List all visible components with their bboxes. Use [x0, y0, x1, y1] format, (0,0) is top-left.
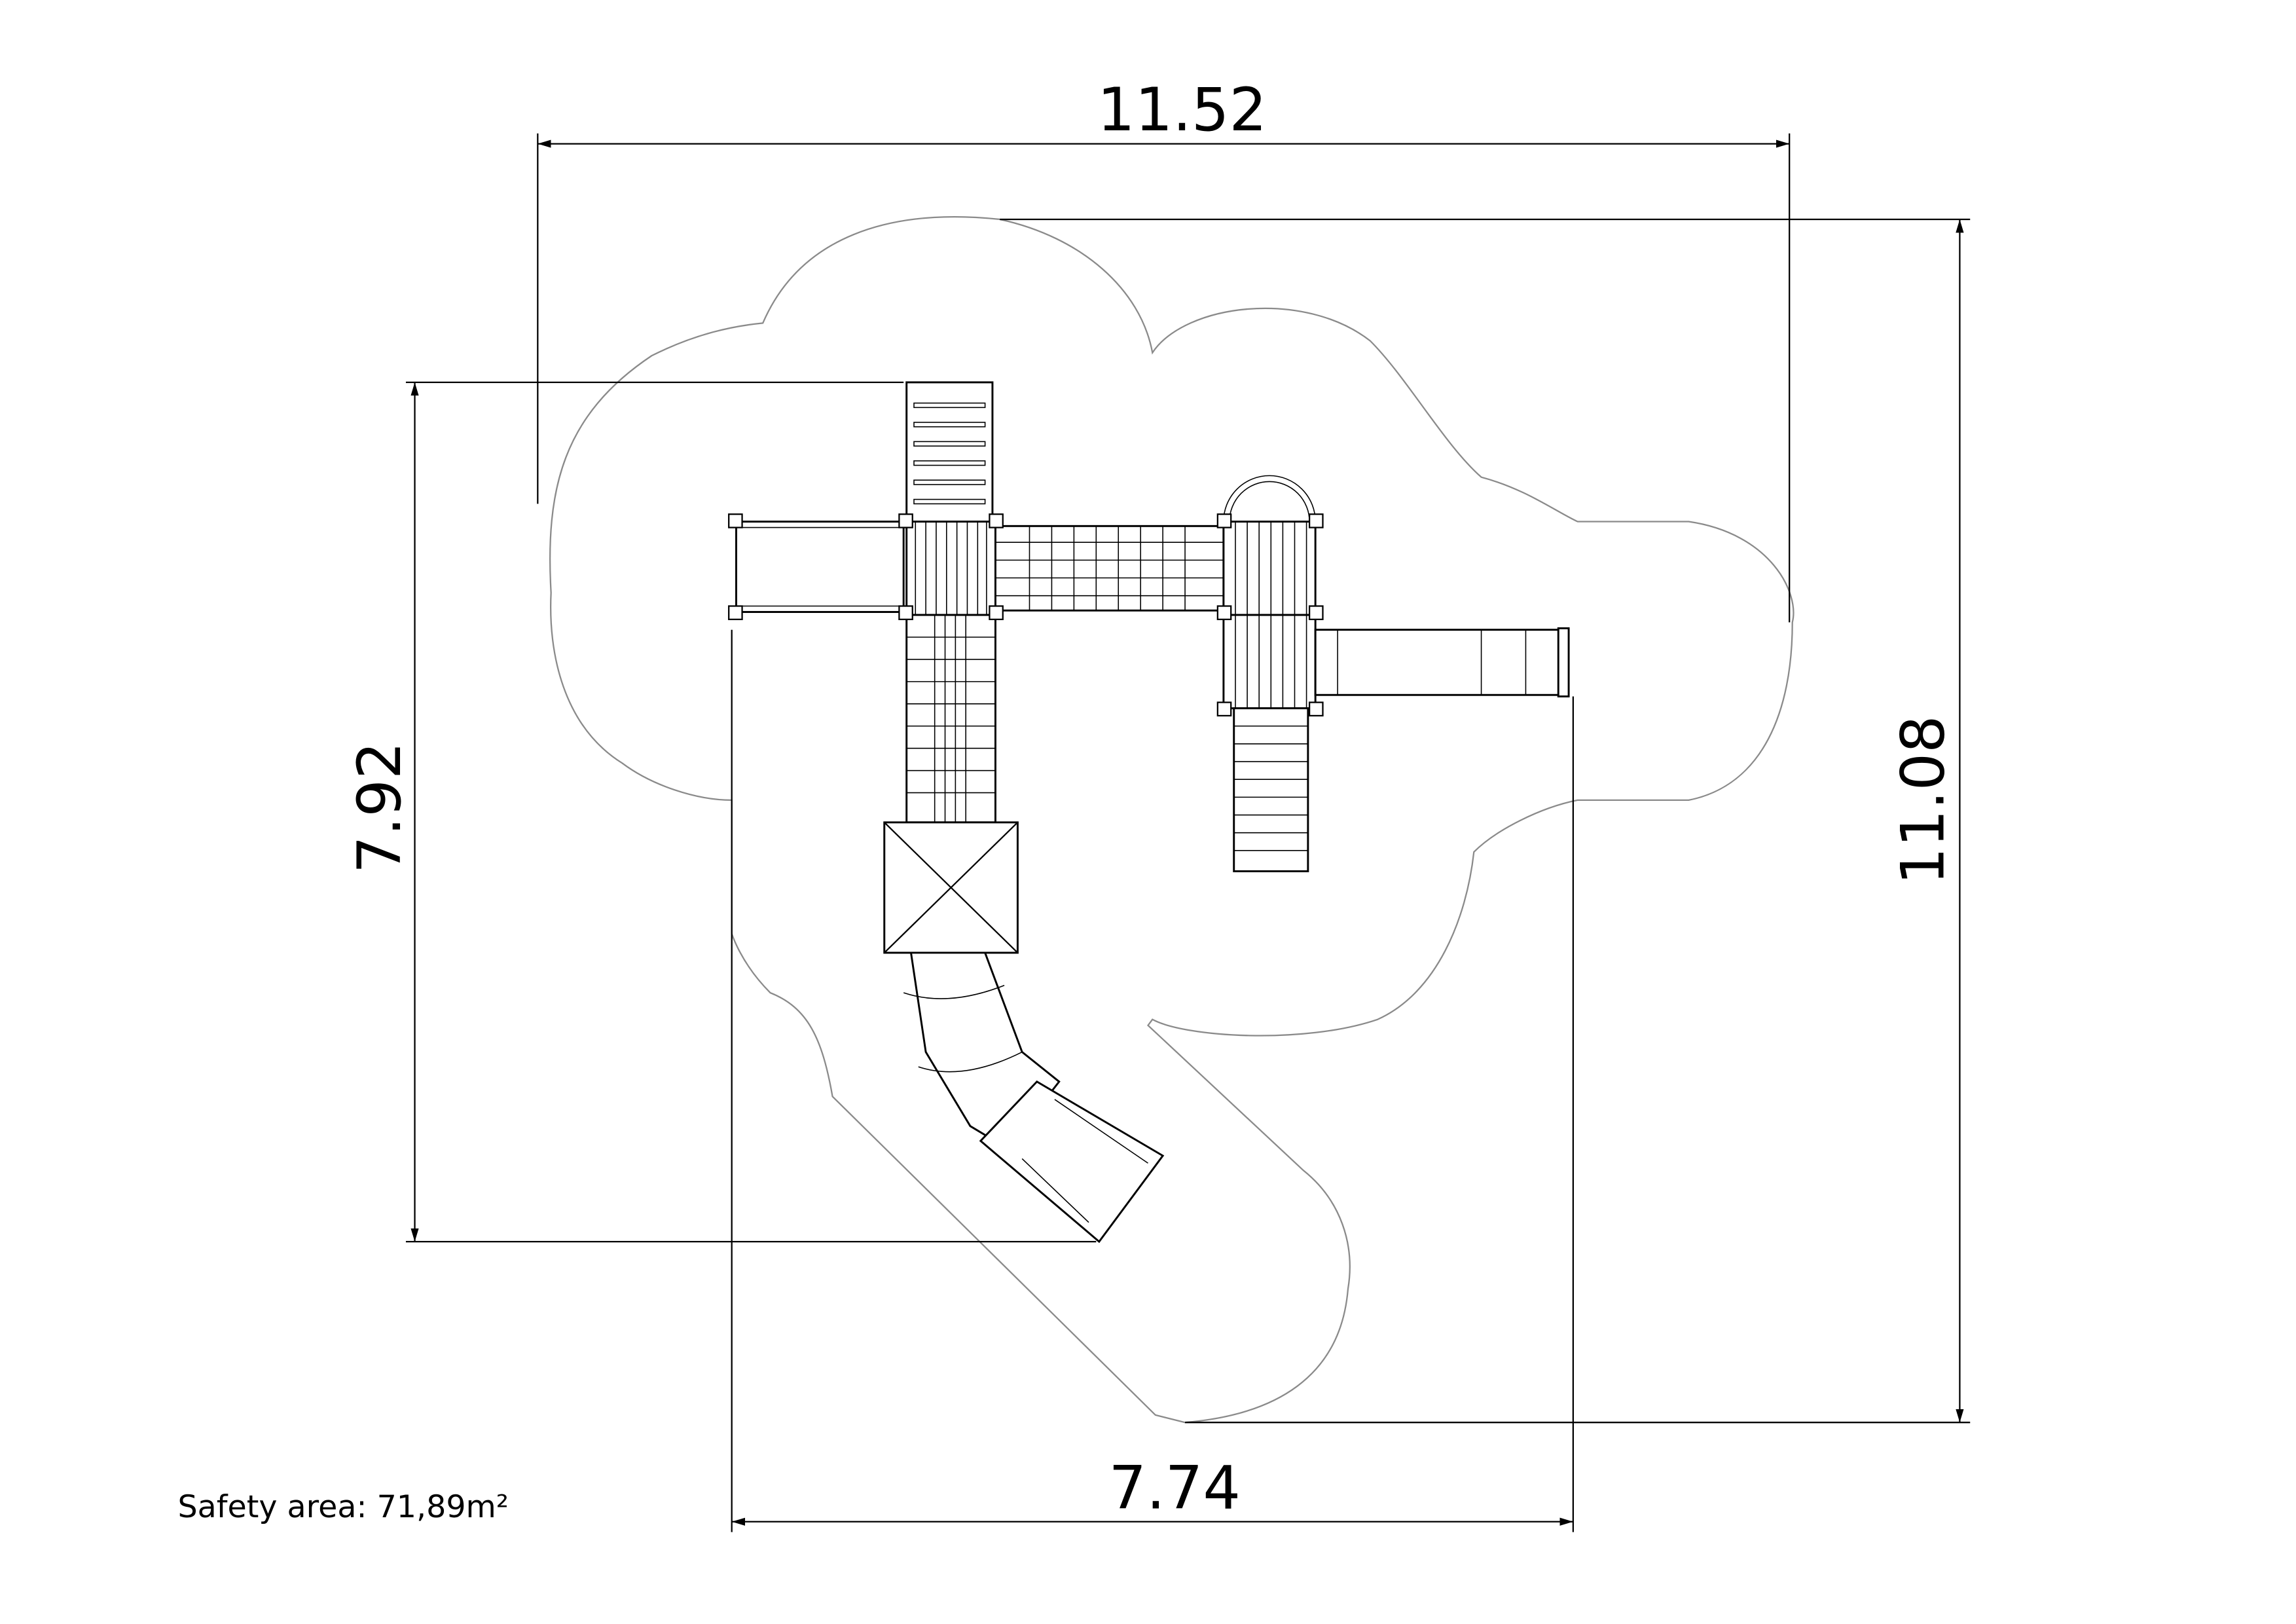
- dimension-overall-depth: 11.08: [1000, 218, 1971, 1424]
- dimension-structure-depth: 7.92: [346, 381, 1097, 1243]
- dimension-label-overall-width: 11.52: [1097, 76, 1267, 145]
- straight-slide: [1314, 627, 1570, 697]
- deck-right: [1222, 475, 1317, 710]
- dimension-label-structure-depth: 7.92: [346, 741, 414, 874]
- safety-area-outline: [549, 216, 1795, 1424]
- posts: [728, 513, 1324, 717]
- dimension-label-structure-width: 7.74: [1108, 1454, 1241, 1522]
- stairs: [1233, 707, 1309, 872]
- safety-area-label: Safety area: 71,89m²: [178, 1489, 509, 1525]
- deck-left: [905, 521, 996, 616]
- tube-slide: [903, 951, 1165, 1244]
- side-panel-left: [735, 521, 905, 614]
- dimension-structure-width: 7.74: [731, 629, 1574, 1532]
- dimension-overall-width: 11.52: [537, 76, 1791, 623]
- rope-bridge: [994, 525, 1225, 612]
- roof-square: [883, 821, 1019, 954]
- climbing-net: [905, 614, 996, 824]
- climbing-wall-panel: [905, 381, 994, 523]
- dimension-label-overall-depth: 11.08: [1889, 715, 1958, 885]
- play-structure: [728, 381, 1570, 1244]
